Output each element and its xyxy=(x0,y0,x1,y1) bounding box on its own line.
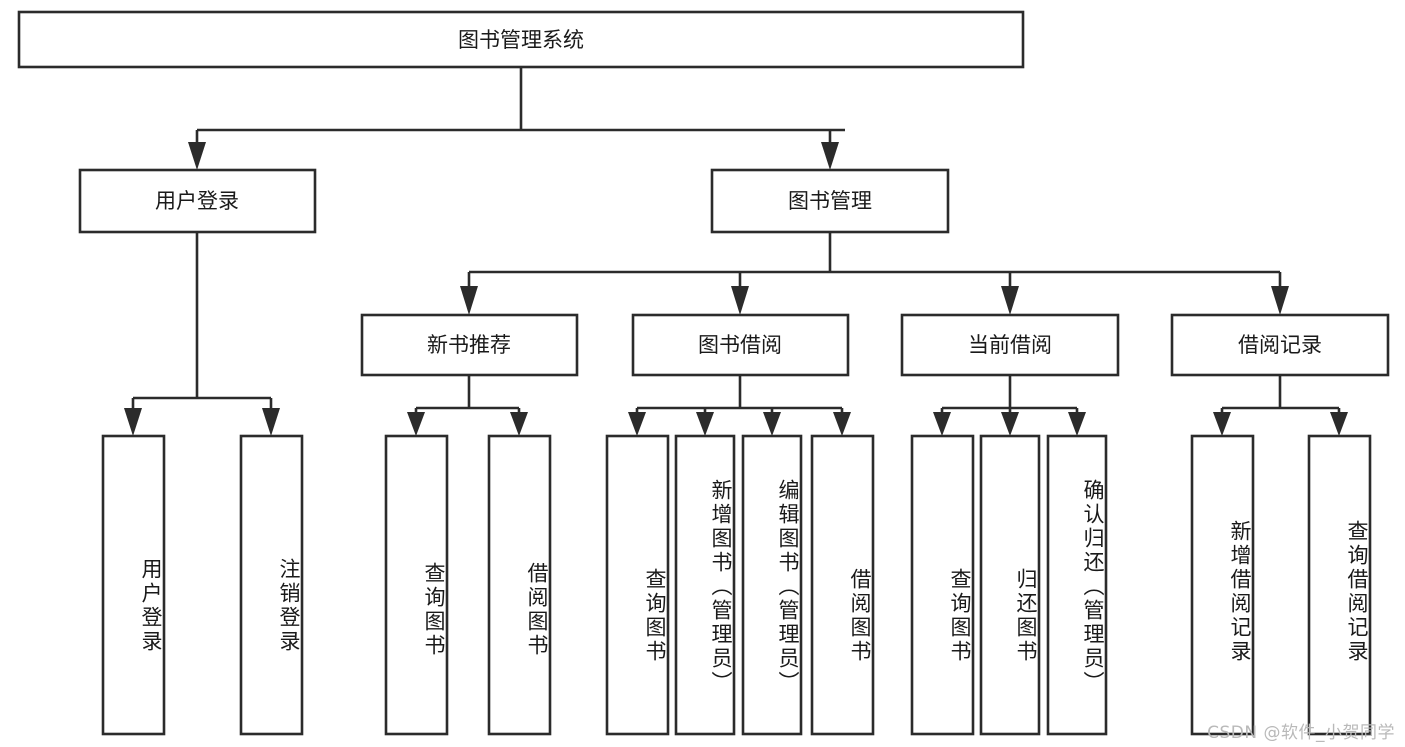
leaf-box-book-borrow-2[interactable] xyxy=(674,434,736,736)
leaf-box-borrow-records-2[interactable] xyxy=(1307,434,1372,736)
leaf-box-book-borrow-4[interactable] xyxy=(810,434,875,736)
node-label-book-management: 图书管理 xyxy=(788,189,872,213)
leaf-box-current-borrow-1[interactable] xyxy=(910,434,975,736)
connector-group-book-borrow xyxy=(628,375,851,436)
arrow-head-borrow-records xyxy=(1271,286,1289,315)
arrow-head-user-login xyxy=(188,142,206,170)
arrow-head-book-borrow xyxy=(731,286,749,315)
leaf-box-new-book-2[interactable] xyxy=(487,434,552,736)
arrow-head-leaf-br-2 xyxy=(1330,412,1348,436)
node-label-book-borrow: 图书借阅 xyxy=(698,333,782,357)
connector-group-new-book xyxy=(407,375,528,436)
connector-group-root xyxy=(188,67,845,170)
connector-group-borrow-records xyxy=(1213,375,1348,436)
node-label-current-borrow: 当前借阅 xyxy=(968,333,1052,357)
node-box-borrow-records[interactable] xyxy=(1170,313,1390,377)
connector-group-book-mgmt xyxy=(460,232,1289,315)
node-box-new-book-recommend[interactable] xyxy=(360,313,579,377)
node-box-current-borrow[interactable] xyxy=(900,313,1120,377)
leaf-box-book-borrow-3[interactable] xyxy=(741,434,803,736)
csdn-watermark: CSDN @软件_小贺同学 xyxy=(1207,723,1395,743)
arrow-head-leaf-nb-1 xyxy=(407,412,425,436)
node-label-user-login: 用户登录 xyxy=(155,189,239,213)
arrow-head-leaf-bb-1 xyxy=(628,412,646,436)
node-box-user-login[interactable] xyxy=(78,168,317,234)
leaf-box-current-borrow-2[interactable] xyxy=(979,434,1041,736)
arrow-head-leaf-bb-4 xyxy=(833,412,851,436)
node-label-root: 图书管理系统 xyxy=(458,28,584,52)
arrow-head-leaf-br-1 xyxy=(1213,412,1231,436)
arrow-head-leaf-nb-2 xyxy=(510,412,528,436)
arrow-head-leaf-ul-1 xyxy=(124,408,142,436)
connector-group-user-login xyxy=(124,232,280,436)
node-box-root[interactable] xyxy=(17,10,1025,69)
leaf-box-borrow-records-1[interactable] xyxy=(1190,434,1255,736)
arrow-head-leaf-bb-2 xyxy=(696,412,714,436)
arrow-head-book-mgmt xyxy=(821,142,839,170)
node-label-borrow-records: 借阅记录 xyxy=(1238,333,1322,357)
arrow-head-leaf-ul-2 xyxy=(262,408,280,436)
arrow-head-leaf-cb-3 xyxy=(1068,412,1086,436)
arrow-head-leaf-bb-3 xyxy=(763,412,781,436)
leaf-box-user-login-1[interactable] xyxy=(101,434,166,736)
node-label-new-book-recommend: 新书推荐 xyxy=(427,333,511,357)
leaf-box-book-borrow-1[interactable] xyxy=(605,434,670,736)
leaf-box-new-book-1[interactable] xyxy=(384,434,449,736)
arrow-head-leaf-cb-2 xyxy=(1001,412,1019,436)
connector-group-current-borrow xyxy=(933,375,1086,436)
node-box-book-management[interactable] xyxy=(710,168,950,234)
arrow-head-leaf-cb-1 xyxy=(933,412,951,436)
leaf-box-current-borrow-3[interactable] xyxy=(1046,434,1108,736)
node-box-book-borrow[interactable] xyxy=(631,313,850,377)
arrow-head-new-book xyxy=(460,286,478,315)
leaf-box-user-login-2[interactable] xyxy=(239,434,304,736)
arrow-head-current-borrow xyxy=(1001,286,1019,315)
